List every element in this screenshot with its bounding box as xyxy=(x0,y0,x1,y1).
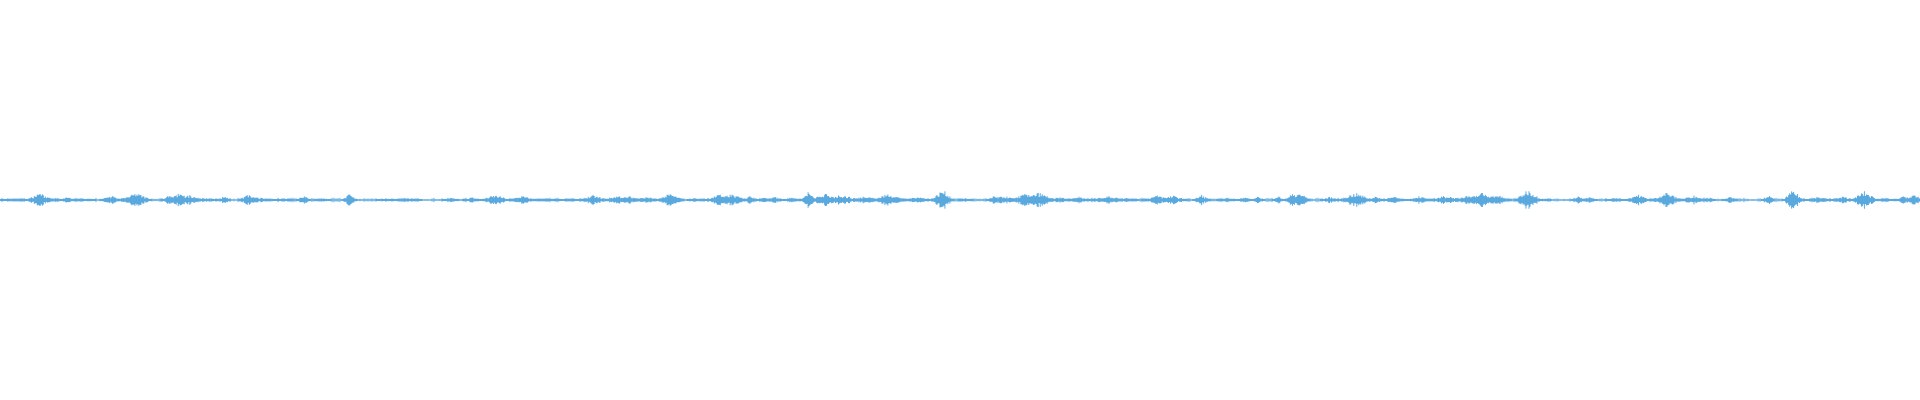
waveform-burst xyxy=(1479,195,1512,205)
waveform-burst xyxy=(1114,198,1139,202)
waveform-burst xyxy=(1379,197,1408,203)
waveform-burst xyxy=(1623,194,1653,206)
waveform-burst xyxy=(1192,195,1212,205)
waveform-burst xyxy=(1604,198,1626,202)
waveform-burst xyxy=(313,198,332,202)
waveform-burst xyxy=(1288,194,1311,206)
waveform-burst xyxy=(217,197,231,203)
waveform-burst xyxy=(1250,196,1265,204)
waveform-burst xyxy=(1782,191,1805,209)
waveform-burst xyxy=(1580,197,1599,203)
waveform-burst xyxy=(270,198,294,202)
waveform-burst xyxy=(1760,196,1775,204)
waveform-burst xyxy=(958,198,974,202)
waveform-burst xyxy=(870,194,908,206)
waveform-burst xyxy=(1271,196,1286,204)
waveform-burst xyxy=(477,195,513,205)
waveform-burst xyxy=(1900,195,1920,205)
waveform-burst xyxy=(1534,198,1552,202)
waveform-burst xyxy=(341,194,358,206)
waveform-burst xyxy=(442,197,460,203)
waveform-burst xyxy=(237,197,274,203)
waveform-burst xyxy=(60,198,97,202)
waveform-burst xyxy=(904,197,930,203)
waveform-burst xyxy=(654,194,685,206)
waveform-burst xyxy=(295,196,312,204)
waveform-burst xyxy=(1721,197,1738,203)
waveform-burst xyxy=(1157,195,1189,205)
waveform-burst xyxy=(119,194,153,206)
waveform-burst xyxy=(781,197,801,203)
waveform-burst xyxy=(1650,193,1683,207)
waveform-burst xyxy=(1696,197,1717,203)
waveform-burst xyxy=(686,198,704,202)
waveform-burst xyxy=(930,191,955,209)
waveform-burst xyxy=(391,198,423,202)
waveform-burst xyxy=(1803,197,1833,203)
waveform-burst xyxy=(528,199,566,201)
